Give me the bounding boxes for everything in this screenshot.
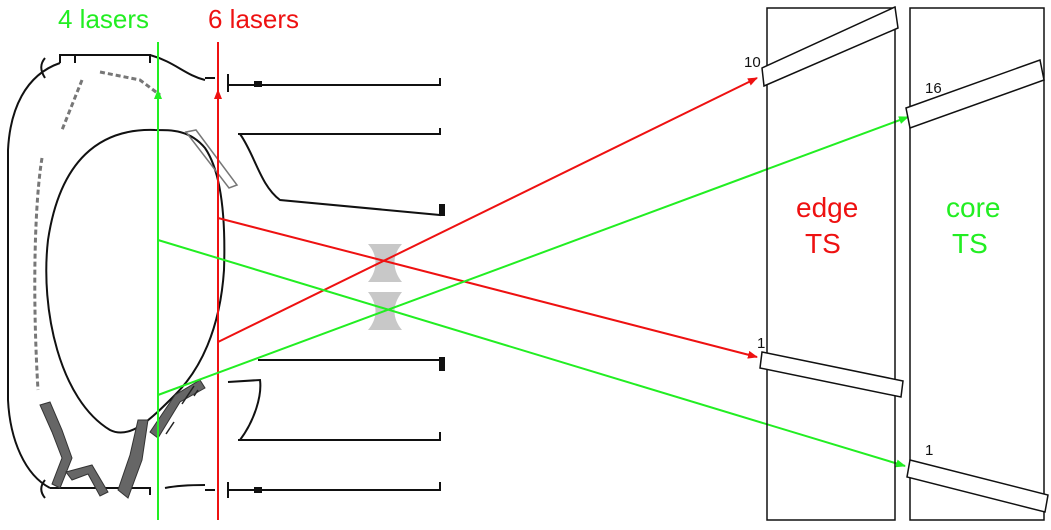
first-wall-tiles: [33, 70, 161, 391]
divertor-coil-teeth: [165, 385, 199, 435]
core-fiber-bundle-top: [905, 59, 1045, 129]
vessel-wall: [7, 54, 206, 499]
edge-sightline-top: [217, 77, 758, 343]
edge-fiber-bundle-bottom: [759, 351, 904, 398]
core-channel-bottom-number: 1: [925, 442, 933, 459]
core-channel-top-number: 16: [925, 80, 942, 97]
edge-lasers-label: 6 lasers: [208, 4, 299, 34]
divertor: [39, 379, 206, 499]
core-ts-title: core: [946, 192, 1000, 223]
core-sightline-bottom: [157, 239, 906, 468]
core-ts-subtitle: TS: [952, 228, 988, 259]
edge-fiber-bundle-top: [761, 5, 899, 88]
lower-port: [205, 357, 445, 498]
core-fiber-bundle-bottom: [906, 459, 1049, 513]
core-sightline-top: [157, 116, 909, 396]
upper-window: [184, 129, 239, 189]
edge-channel-top-number: 10: [744, 54, 761, 71]
edge-ts-box: [766, 7, 896, 521]
edge-sightline-bottom: [217, 217, 758, 359]
core-ts-box: [909, 7, 1045, 521]
core-lasers-label: 4 lasers: [58, 4, 149, 34]
edge-ts-title: edge: [796, 192, 858, 223]
focus-regions: [368, 244, 402, 330]
upper-port: [205, 74, 445, 217]
edge-ts-subtitle: TS: [805, 228, 841, 259]
edge-channel-bottom-number: 1: [757, 335, 765, 352]
